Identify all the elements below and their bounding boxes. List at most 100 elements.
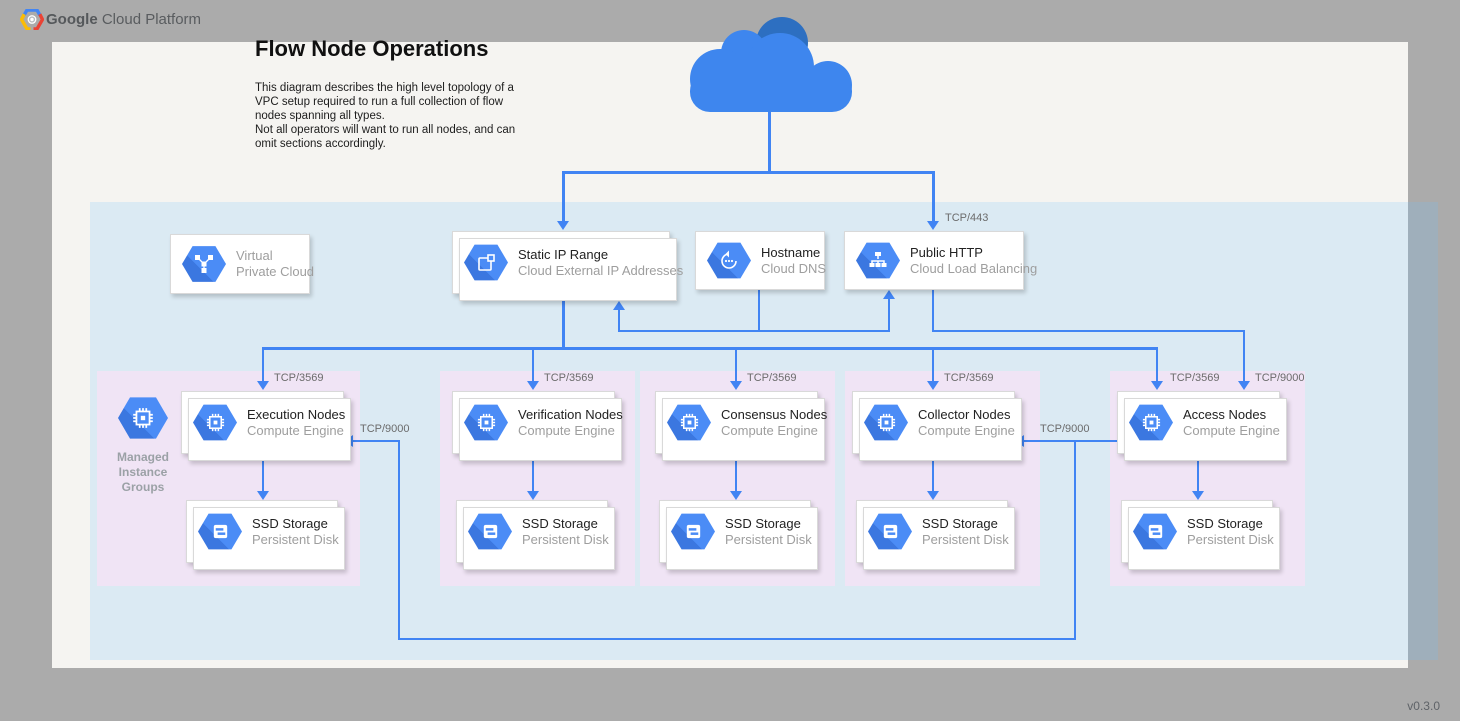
description-paragraph: This diagram describes the high level to… (255, 82, 514, 122)
port-label-tcp3569: TCP/3569 (544, 372, 594, 384)
version-label: v0.3.0 (1407, 699, 1440, 713)
port-label-tcp9000: TCP/9000 (1040, 423, 1090, 435)
card-title: Consensus Nodes (721, 406, 828, 422)
connector (1197, 460, 1199, 492)
connector (562, 171, 565, 222)
connector (735, 350, 737, 382)
card-subtitle: Cloud External IP Addresses (518, 262, 684, 278)
card-title: Public HTTP (910, 244, 983, 260)
connector (758, 290, 760, 332)
card-subtitle: Persistent Disk (1187, 531, 1274, 547)
instance-group-icon (118, 397, 168, 439)
card-subtitle: Private Cloud (236, 264, 315, 279)
external-ip-icon (464, 244, 508, 281)
connector (932, 290, 934, 332)
card-title: SSD Storage (1187, 515, 1263, 531)
card-subtitle: Persistent Disk (252, 531, 339, 547)
vpc-icon (182, 246, 226, 282)
connector (262, 347, 1158, 350)
connector (618, 309, 620, 332)
brand-title: Google Cloud Platform (46, 11, 201, 28)
card-title: SSD Storage (252, 515, 328, 531)
compute-engine-icon (1129, 404, 1173, 441)
card-subtitle: Compute Engine (518, 422, 615, 438)
connector (398, 440, 400, 638)
compute-engine-icon (464, 404, 508, 441)
card-subtitle: Compute Engine (247, 422, 344, 438)
connector (1024, 440, 1117, 442)
connector (1156, 350, 1158, 382)
arrowhead-icon (1238, 381, 1250, 390)
card-title: Execution Nodes (247, 406, 346, 422)
arrowhead-icon (257, 381, 269, 390)
card-title: Hostname (761, 244, 821, 260)
port-label-tcp3569: TCP/3569 (747, 372, 797, 384)
card-title: Access Nodes (1183, 406, 1267, 422)
arrowhead-icon (257, 491, 269, 500)
port-label-tcp3569: TCP/3569 (944, 372, 994, 384)
persistent-disk-icon (868, 513, 912, 550)
port-label-tcp9000: TCP/9000 (360, 423, 410, 435)
arrowhead-icon (927, 221, 939, 230)
card-title: Collector Nodes (918, 406, 1011, 422)
connector (932, 171, 935, 222)
page-title: Flow Node Operations (255, 36, 489, 61)
instance-groups-label: Managed Instance Groups (116, 450, 169, 494)
brand-google: Google (46, 11, 98, 28)
arrowhead-icon (883, 290, 895, 299)
connector (932, 330, 1245, 332)
card-title: Verification Nodes (518, 406, 623, 422)
card-subtitle: Cloud DNS (761, 260, 827, 276)
card-subtitle: Persistent Disk (725, 531, 812, 547)
arrowhead-icon (527, 381, 539, 390)
card-subtitle: Compute Engine (918, 422, 1015, 438)
connector (562, 301, 565, 349)
card-subtitle: Persistent Disk (522, 531, 609, 547)
arrowhead-icon (927, 491, 939, 500)
card-subtitle: Cloud Load Balancing (910, 260, 1038, 276)
persistent-disk-icon (671, 513, 715, 550)
connector (888, 298, 890, 332)
card-title: Virtual (236, 248, 273, 263)
brand-platform: Cloud Platform (101, 11, 202, 28)
gcp-logo-icon (20, 9, 44, 30)
compute-engine-icon (667, 404, 711, 441)
card-title: SSD Storage (922, 515, 998, 531)
arrowhead-icon (557, 221, 569, 230)
port-label-tcp3569: TCP/3569 (1170, 372, 1220, 384)
compute-engine-icon (864, 404, 908, 441)
connector (618, 330, 890, 332)
compute-engine-icon (193, 404, 237, 441)
card-title: SSD Storage (725, 515, 801, 531)
arrowhead-icon (730, 491, 742, 500)
connector (562, 171, 935, 174)
card-subtitle: Compute Engine (1183, 422, 1280, 438)
arrowhead-icon (1192, 491, 1204, 500)
connector (1243, 330, 1245, 382)
card-subtitle: Persistent Disk (922, 531, 1009, 547)
description-paragraph: Not all operators will want to run all n… (255, 124, 516, 150)
connector (735, 460, 737, 492)
card-title: SSD Storage (522, 515, 598, 531)
connector (398, 638, 1076, 640)
connector (262, 460, 264, 492)
connector (532, 460, 534, 492)
arrowhead-icon (1151, 381, 1163, 390)
connector (262, 350, 264, 382)
connector (768, 112, 771, 172)
connector (932, 350, 934, 382)
arrowhead-icon (730, 381, 742, 390)
persistent-disk-icon (1133, 513, 1177, 550)
